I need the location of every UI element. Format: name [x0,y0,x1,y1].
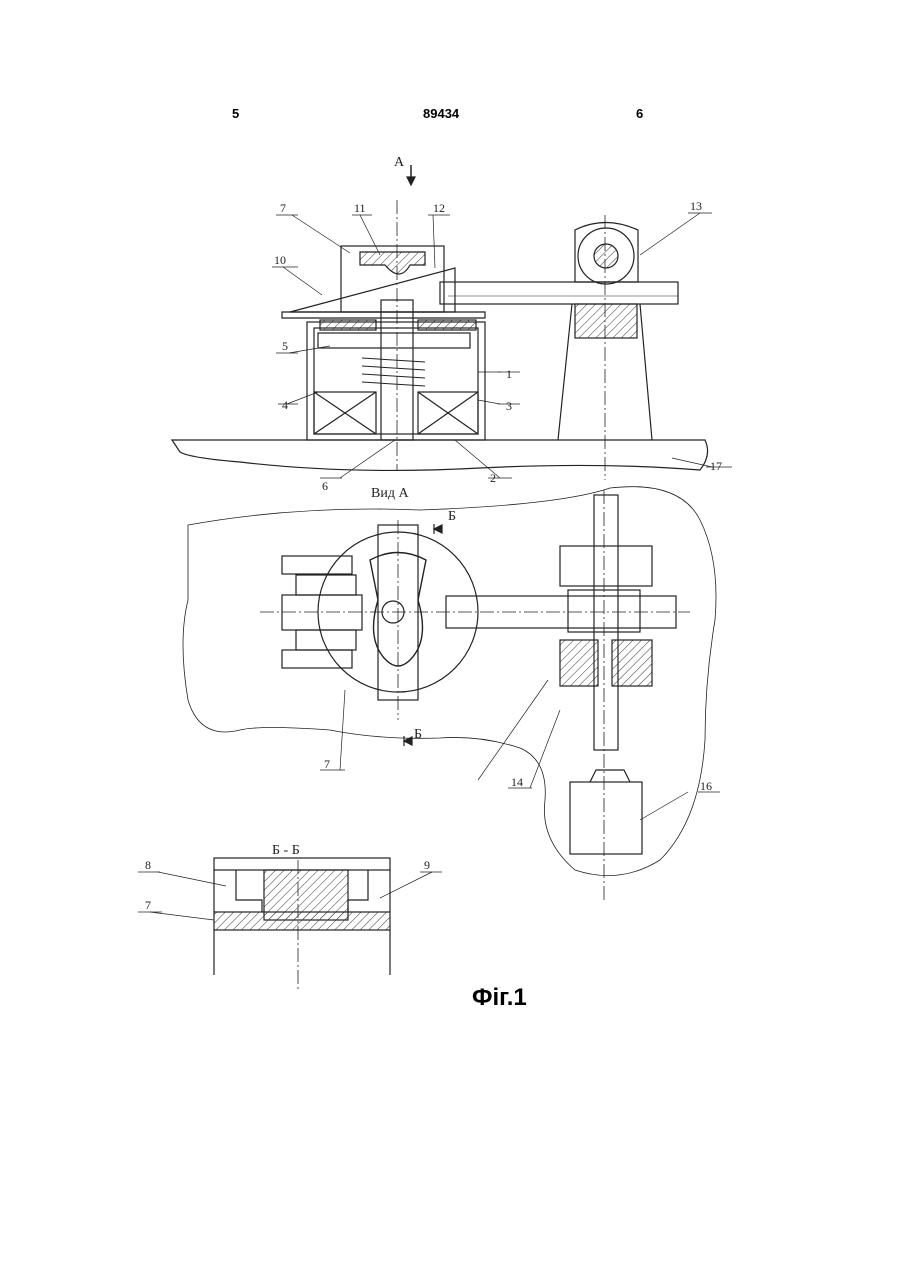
part-label-2: 2 [490,471,496,485]
section-mark-top: Б [448,509,456,524]
part-label-6: 6 [322,479,328,493]
part-label-14: 14 [511,775,523,789]
part-label-17: 17 [710,459,722,473]
part-label-16: 16 [700,779,712,793]
part-label-3: 3 [506,399,512,413]
side-elevation-view [172,165,732,480]
part-label-7-plan: 7 [324,757,330,771]
part-label-10: 10 [274,253,286,267]
section-b-b [138,858,442,990]
part-label-11: 11 [354,201,366,215]
part-label-12: 12 [433,201,445,215]
section-mark-bottom: Б [414,727,422,742]
part-label-13: 13 [690,199,702,213]
part-label-8: 8 [145,858,151,872]
view-a-arrow-label: А [394,155,405,170]
part-label-1: 1 [506,367,512,381]
figure-caption: Фіг.1 [472,984,527,1012]
part-label-5: 5 [282,339,288,353]
view-a-title: Вид А [371,486,409,501]
part-label-7-section: 7 [145,898,151,912]
part-label-9: 9 [424,858,430,872]
section-b-b-title: Б - Б [272,843,300,858]
plan-view-a [183,487,720,900]
part-label-7-top: 7 [280,201,286,215]
part-label-4: 4 [282,398,288,412]
